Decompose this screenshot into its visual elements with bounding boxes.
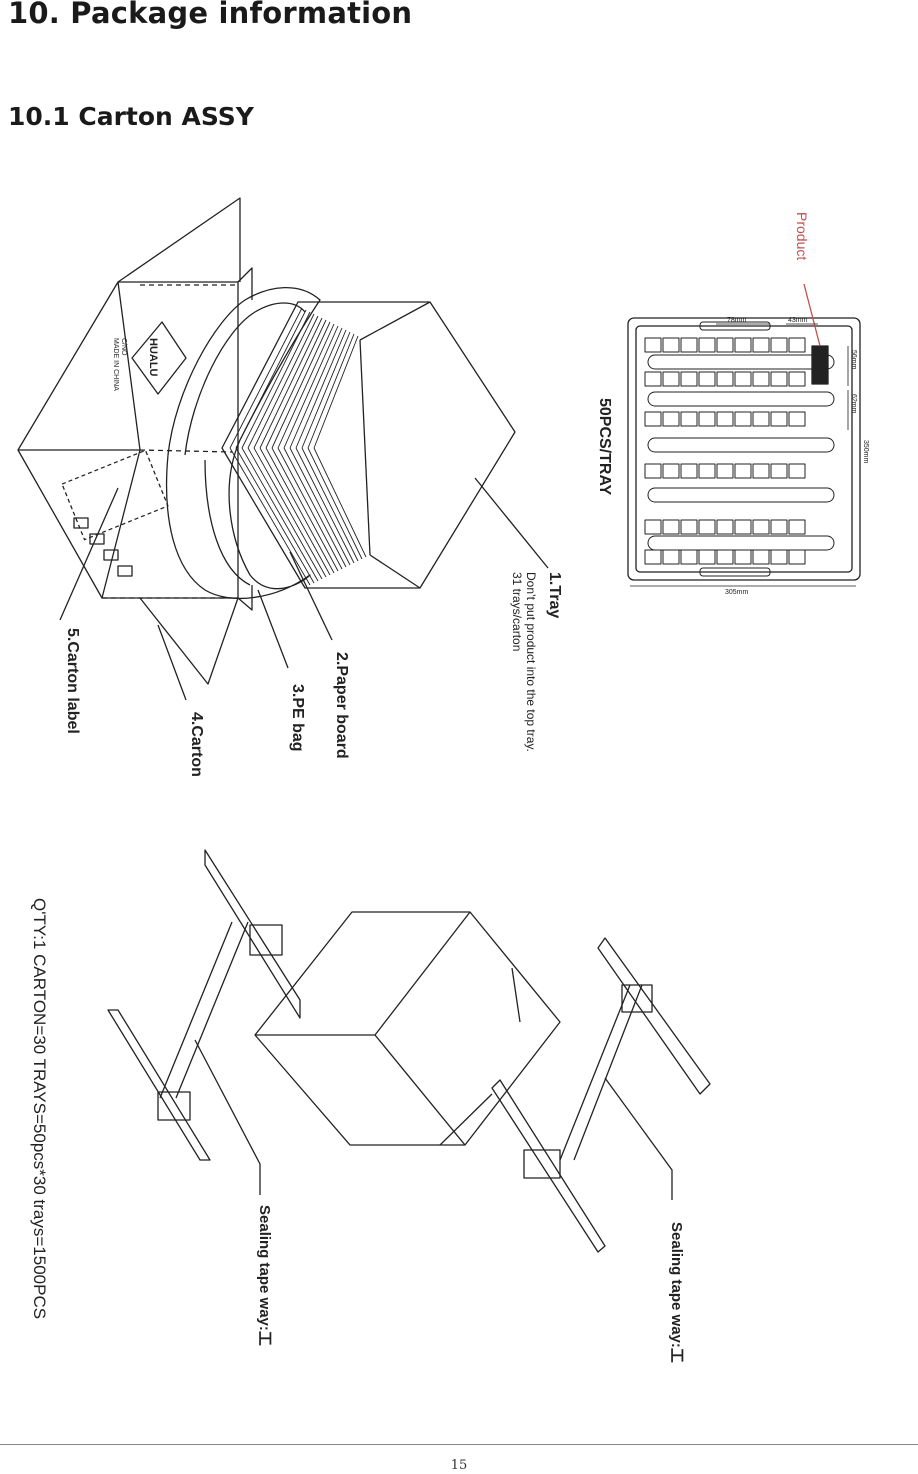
- leader-carton-label: [59, 487, 119, 621]
- dim-62: 62mm: [850, 394, 857, 414]
- page-number: 15: [450, 1458, 468, 1473]
- carton-flap-top: [117, 197, 241, 283]
- qty-text: Q'TY:1 CARTON=30 TRAYS=50pcs*30 trays=15…: [30, 898, 49, 1319]
- tape-left-top: [204, 849, 301, 1019]
- label-tray-note2: 31 trays/carton: [510, 572, 524, 651]
- brand-sub1: C/NO: [120, 338, 127, 356]
- sealed-carton: [254, 911, 561, 1146]
- footer-divider: [0, 1444, 918, 1445]
- label-carton-label: 5.Carton label: [64, 628, 81, 734]
- label-sealing-left: Sealing tape way:工: [256, 1205, 273, 1346]
- pe-bag: [165, 286, 321, 600]
- dim-78: 78mm: [727, 317, 747, 324]
- section-heading: 10.1 Carton ASSY: [8, 102, 254, 131]
- tray-stack: [221, 301, 516, 589]
- label-pe-bag: 3.PE bag: [289, 684, 306, 752]
- carton-flap-bottom: [139, 597, 239, 685]
- leader-carton: [157, 624, 187, 701]
- tray-capacity: 50PCS/TRAY: [596, 398, 613, 496]
- dim-350: 350mm: [862, 440, 869, 464]
- product-marker: [811, 345, 829, 385]
- label-carton: 4.Carton: [188, 712, 205, 777]
- tape-left-bottom: [107, 1009, 211, 1161]
- carton-box: [17, 281, 239, 599]
- label-tray: 1.Tray: [546, 572, 563, 618]
- brand-logo: [131, 321, 187, 395]
- leader-pe-bag: [257, 589, 289, 669]
- leader-paper-board: [289, 551, 333, 641]
- brand-text: HUALU: [147, 338, 159, 377]
- page-heading: 10. Package information: [8, 0, 413, 30]
- leader-tray: [474, 477, 549, 569]
- dim-56: 56mm: [850, 350, 857, 370]
- label-paper-board: 2.Paper board: [333, 652, 350, 759]
- leader-sealing-right: [604, 1077, 673, 1200]
- label-sealing-right: Sealing tape way:工: [668, 1222, 685, 1363]
- dim-43: 43mm: [788, 317, 808, 324]
- dim-305: 305mm: [725, 589, 749, 596]
- tape-right-top: [597, 937, 711, 1095]
- label-product: Product: [794, 212, 810, 260]
- label-tray-note1: Don’t put product into the top tray.: [524, 572, 538, 752]
- leader-sealing-left: [194, 1039, 261, 1195]
- brand-sub2: MADE IN CHINA: [112, 338, 119, 391]
- tape-right-bottom: [491, 1079, 606, 1253]
